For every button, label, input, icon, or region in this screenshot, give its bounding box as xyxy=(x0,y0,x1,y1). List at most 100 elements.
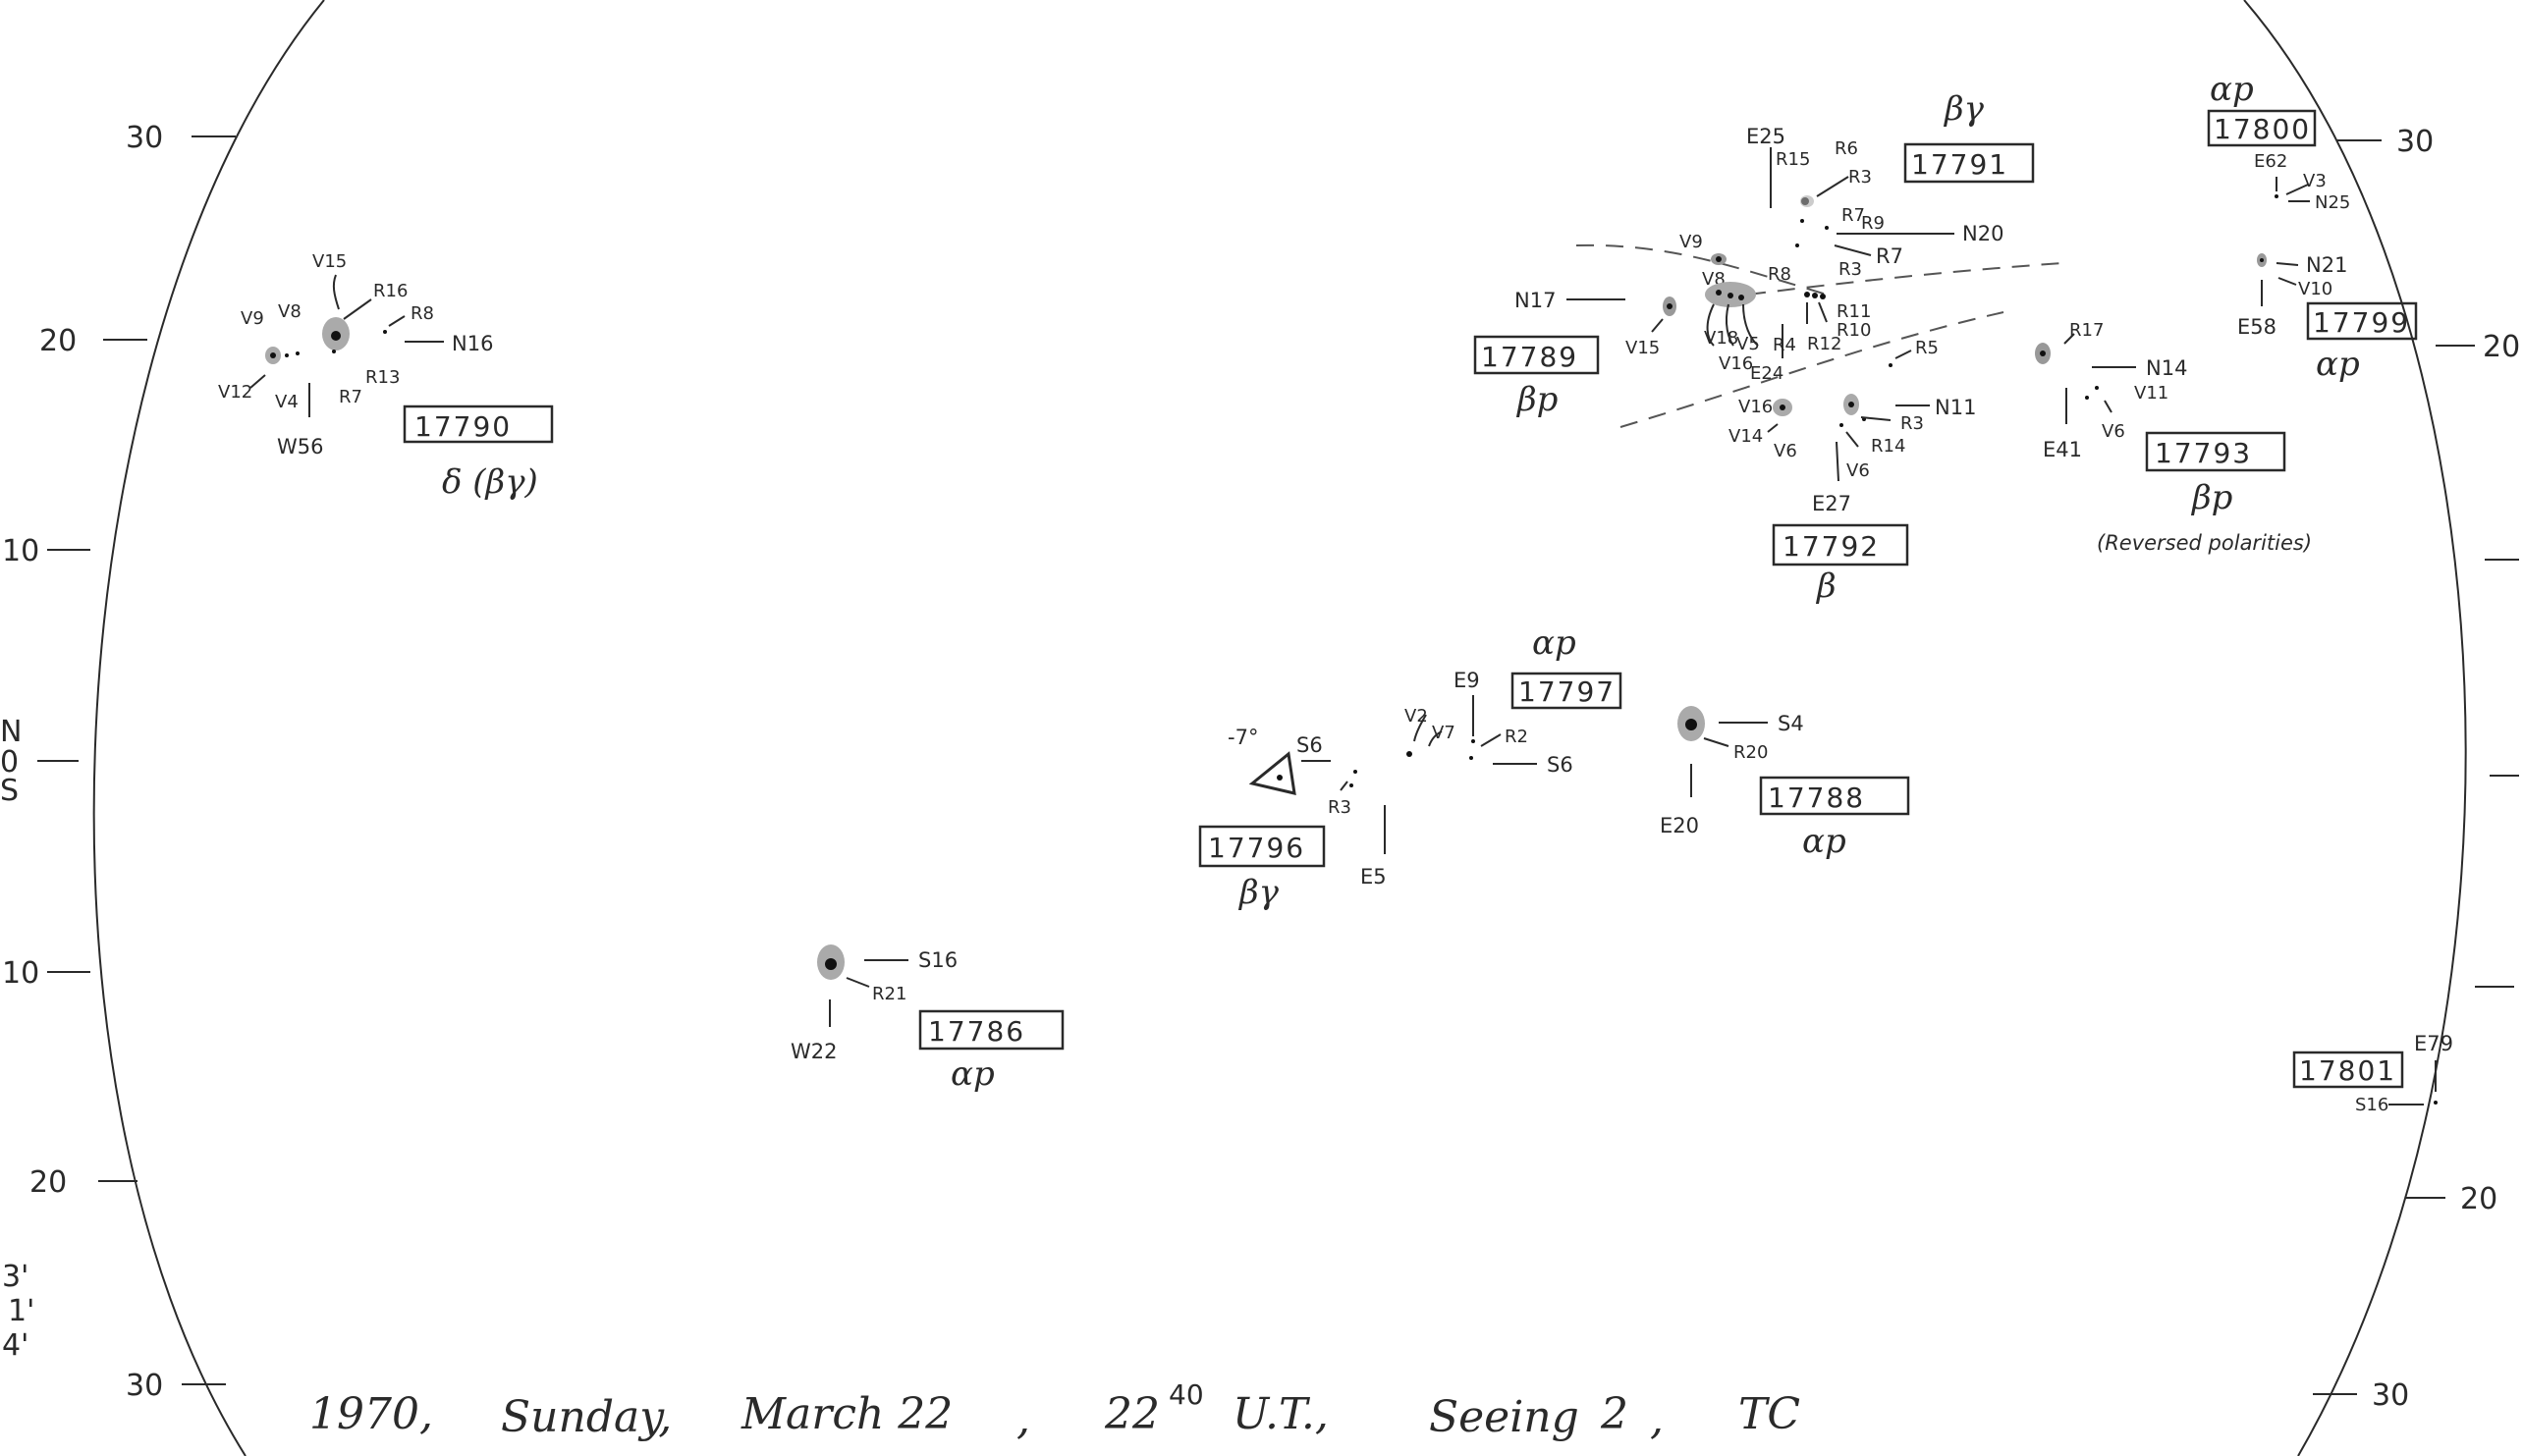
spot-label: R16 xyxy=(373,281,408,301)
lat-label: 10 xyxy=(2,534,39,568)
spot-label: V11 xyxy=(2134,383,2168,404)
spot-label: R7 xyxy=(339,387,362,407)
spot-label: V4 xyxy=(275,392,299,412)
lat-label: 30 xyxy=(126,121,163,155)
guide-dash xyxy=(1619,311,2004,428)
caption-day: Sunday, xyxy=(501,1392,672,1442)
region-number: 17789 xyxy=(1481,341,1578,373)
spot-label: E62 xyxy=(2254,151,2287,172)
spot-label: S6 xyxy=(1547,753,1573,777)
lat-label: 20 xyxy=(2460,1182,2497,1216)
region-class: αp xyxy=(1532,623,1576,663)
spot-label: R8 xyxy=(411,303,434,324)
spot-label: V6 xyxy=(1846,460,1870,481)
spot-label: R3 xyxy=(1900,413,1924,434)
spot-label: E41 xyxy=(2043,438,2082,461)
spot-label: V9 xyxy=(1679,232,1703,252)
spot-label: V2 xyxy=(1404,706,1428,727)
spot-label: V6 xyxy=(2102,421,2125,442)
spot-label: R12 xyxy=(1807,334,1841,354)
caption-time-sup: 40 xyxy=(1169,1378,1204,1411)
observation-caption: 1970, Sunday, March 22 , 22 40 U.T., See… xyxy=(309,1378,1800,1444)
region-17797: E9 V2 V7 R2 S6 17797 αp xyxy=(1404,623,1622,777)
spot-label: R14 xyxy=(1871,436,1905,457)
spot-label: N21 xyxy=(2306,253,2347,277)
region-class: αp xyxy=(2210,70,2254,109)
spot-label: V6 xyxy=(1774,441,1797,461)
caption-year: 1970, xyxy=(309,1389,433,1439)
spot-label: N20 xyxy=(1962,222,2003,245)
spot-label: N17 xyxy=(1514,289,1556,312)
region-class: βγ xyxy=(1237,873,1280,912)
spot-label: E9 xyxy=(1453,669,1480,692)
solar-limb-right xyxy=(2243,0,2467,1456)
lat-label: 30 xyxy=(2372,1378,2409,1413)
spot-label: S6 xyxy=(1296,733,1323,757)
lat-label: 20 xyxy=(29,1165,67,1200)
spot-label: V7 xyxy=(1432,723,1455,743)
margin-note: 3' xyxy=(2,1260,28,1294)
spot-label: E25 xyxy=(1746,125,1785,148)
spot-label: N16 xyxy=(452,332,493,355)
caption-observer: TC xyxy=(1738,1389,1800,1439)
spot-label: V12 xyxy=(218,382,252,403)
lat-label: 0 xyxy=(0,745,19,780)
spot-label: R20 xyxy=(1733,742,1768,763)
lat-label: 30 xyxy=(2396,125,2434,159)
region-17799: N21 V10 E58 17799 αp xyxy=(2237,253,2418,384)
spot-label: V10 xyxy=(2298,279,2332,299)
region-17788: S4 R20 E20 17788 αp xyxy=(1660,706,1910,861)
spot-label: R3 xyxy=(1328,797,1351,818)
region-17789: N17 V15 V9 V8 17789 βp xyxy=(1473,232,1727,419)
latitude-scale-right: 30 20 20 30 xyxy=(2313,125,2520,1413)
caption-separator: , xyxy=(1016,1394,1030,1444)
lat-label: 10 xyxy=(2,956,39,991)
region-class: αp xyxy=(1802,822,1846,861)
region-17793: R17 N14 V11 V6 E41 17793 βp (Reversed po… xyxy=(2035,320,2312,555)
spot-label: N11 xyxy=(1935,396,1976,419)
spot-label: R2 xyxy=(1505,727,1528,747)
spot-label: E27 xyxy=(1812,492,1851,515)
spot-label: -7° xyxy=(1228,726,1258,749)
spot-label: V5 xyxy=(1736,334,1760,354)
region-number: 17800 xyxy=(2214,113,2311,145)
region-number: 17791 xyxy=(1911,148,2008,181)
spot-label: R7 xyxy=(1841,205,1865,226)
spot-label: N14 xyxy=(2146,356,2187,380)
region-number: 17788 xyxy=(1768,782,1865,814)
caption-time: 22 xyxy=(1104,1389,1160,1439)
spot-label: R4 xyxy=(1773,335,1796,355)
spot-label: S16 xyxy=(918,948,958,972)
spot-label: R3 xyxy=(1848,167,1872,188)
lat-label: 20 xyxy=(39,324,77,358)
spot-label: R21 xyxy=(872,984,906,1004)
guide-dash xyxy=(1575,243,1828,296)
caption-seeing-value: 2 xyxy=(1600,1389,1628,1439)
spot-label: S4 xyxy=(1778,712,1804,735)
spot-label: R5 xyxy=(1915,338,1939,358)
spot-label: V15 xyxy=(1625,338,1660,358)
lat-label: 30 xyxy=(126,1369,163,1403)
caption-ut: U.T., xyxy=(1233,1389,1329,1439)
spot-label: R6 xyxy=(1835,138,1858,159)
region-number: 17801 xyxy=(2299,1054,2396,1087)
region-number: 17796 xyxy=(1208,832,1305,864)
caption-separator: , xyxy=(1650,1394,1664,1444)
region-17791: E25 R15 R6 R3 R7 R9 N20 R3 R7 R8 R11 R10… xyxy=(1704,89,2035,384)
spot-label: V9 xyxy=(241,308,264,329)
region-number: 17793 xyxy=(2155,437,2252,469)
spot-label: R3 xyxy=(1838,259,1862,280)
region-class: αp xyxy=(951,1054,995,1094)
spot-label: R13 xyxy=(365,367,400,388)
spot-label: V15 xyxy=(312,251,347,272)
spot-label: R17 xyxy=(2069,320,2104,341)
region-number: 17797 xyxy=(1518,675,1616,708)
caption-date: March 22 xyxy=(740,1389,953,1439)
spot-label: R7 xyxy=(1876,244,1903,268)
region-17800: E62 V3 N25 17800 αp xyxy=(2207,70,2350,213)
latitude-scale-left: 30 20 10 N 0 S 10 20 30 3' 1' 4' xyxy=(0,121,236,1403)
spot-label: V16 xyxy=(1738,397,1773,417)
spot-label: W22 xyxy=(791,1040,838,1063)
region-class: βp xyxy=(1515,380,1558,419)
